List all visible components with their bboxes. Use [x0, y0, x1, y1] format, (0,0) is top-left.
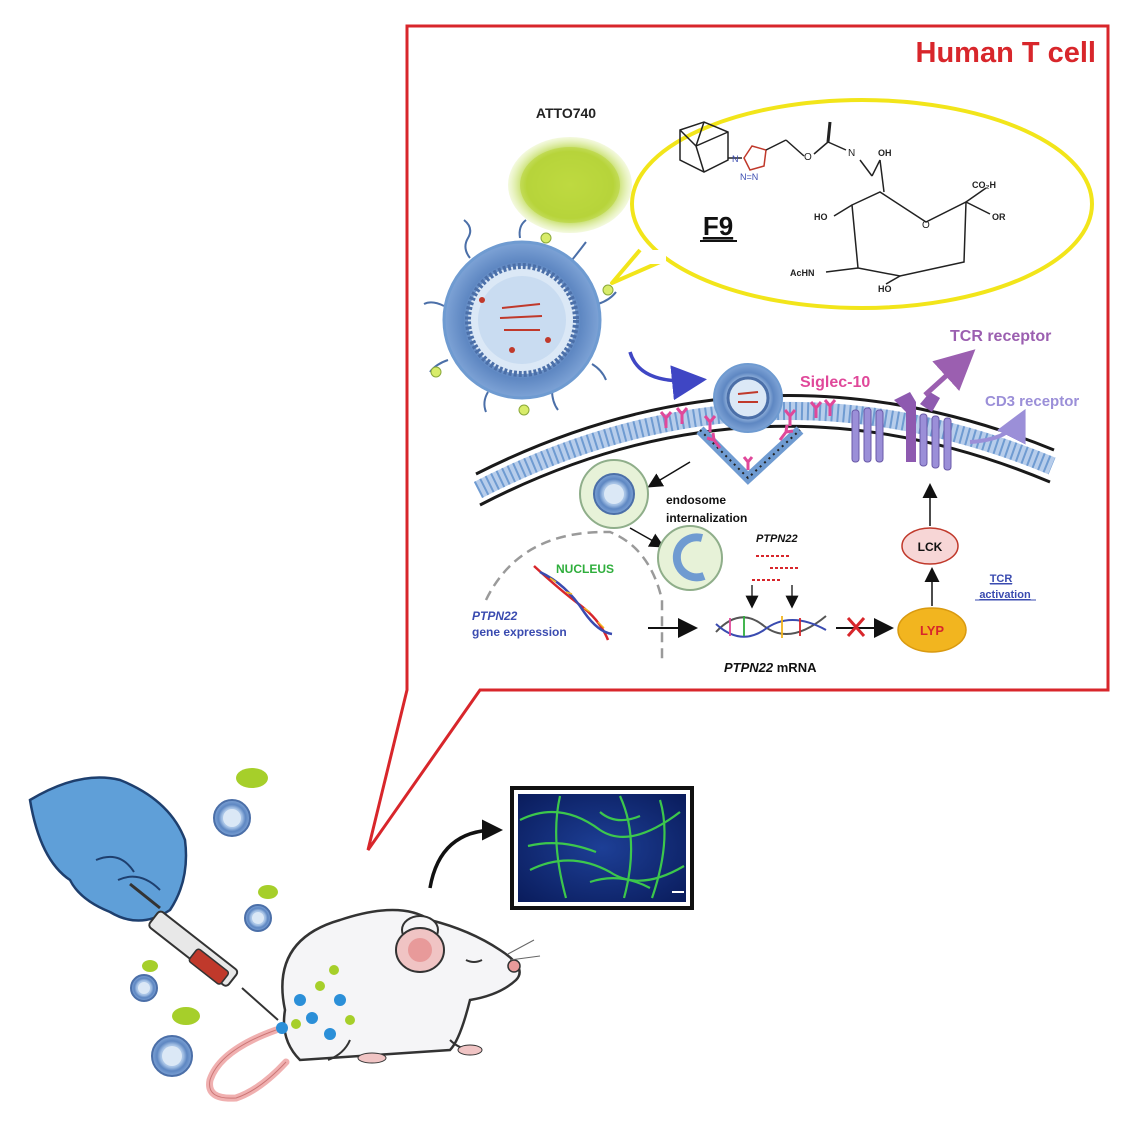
block-x-icon — [846, 617, 866, 637]
endosome-label-line1: endosome — [666, 493, 726, 507]
docking-nanoparticle-icon — [713, 363, 783, 433]
small-nanoparticle-2 — [244, 885, 278, 932]
siglec-10-label: Siglec-10 — [800, 374, 870, 391]
nucleus-label: NUCLEUS — [556, 562, 614, 576]
ptpn22-sirna-label: PTPN22 — [756, 533, 798, 545]
small-nanoparticle-1 — [213, 768, 268, 837]
sirna-icon — [752, 555, 800, 581]
amide-n: N — [848, 148, 855, 159]
panel-title: Human T cell — [916, 37, 1097, 69]
nanoparticle-icon — [423, 219, 617, 416]
triazole-nn: N=N — [740, 172, 758, 182]
endosome-escape-arrow — [629, 527, 665, 548]
small-nanoparticle-4 — [151, 1007, 200, 1077]
internalization-arrow — [647, 461, 691, 488]
f9-atom-labels: N N=N O N OH CO₂H OR O HO AcHN HO — [732, 148, 1006, 294]
ptpn22-mrna-rest: mRNA — [773, 660, 817, 675]
lyp-node — [897, 607, 967, 653]
uptake-arrow — [628, 351, 707, 401]
tcr-arrow — [923, 349, 976, 397]
linker-o: O — [804, 152, 812, 163]
ptpn22-mrna-label: PTPN22 mRNA — [724, 660, 817, 675]
nuclear-envelope — [484, 530, 664, 660]
or-label: OR — [992, 212, 1006, 222]
ring-o: O — [922, 220, 930, 231]
escaping-endosome-icon — [657, 525, 723, 591]
triazole-n: N — [732, 154, 739, 164]
endosome-label-line2: internalization — [666, 511, 747, 525]
ptpn22-gene-label-line1: PTPN22 — [472, 609, 518, 623]
mrna-icon — [715, 615, 827, 638]
tcr-receptor-label: TCR receptor — [950, 328, 1051, 345]
atto740-label: ATTO740 — [536, 105, 596, 121]
endosome-icon — [579, 459, 649, 529]
cd3-arrow — [969, 408, 1026, 445]
lyp-label: LYP — [920, 623, 944, 638]
achn-label: AcHN — [790, 268, 815, 278]
ho-left: HO — [814, 212, 828, 222]
f9-chemical-structure — [679, 121, 991, 285]
mouse-icon — [206, 908, 541, 1102]
speech-bubble — [610, 98, 1094, 310]
gloved-hand-icon — [28, 776, 188, 922]
ptpn22-mrna-italic: PTPN22 — [724, 660, 774, 675]
ho-bottom: HO — [878, 284, 892, 294]
microscopy-image-icon — [510, 786, 694, 910]
co2h-label: CO₂H — [972, 180, 996, 190]
small-nanoparticle-3 — [130, 960, 158, 1002]
tcr-activation-label-line2: activation — [979, 589, 1031, 601]
dna-helix-icon — [533, 565, 613, 641]
f9-label: F9 — [703, 211, 733, 241]
lck-node — [901, 527, 959, 565]
imaging-arrow — [428, 819, 503, 889]
oh-top: OH — [878, 148, 892, 158]
siglec-10-receptors — [659, 399, 837, 470]
syringe-icon — [129, 882, 279, 1021]
lck-label: LCK — [918, 540, 943, 554]
tcr-activation-label-line1: TCR — [990, 573, 1013, 585]
ptpn22-gene-label-line2: gene expression — [472, 625, 567, 639]
cd3-receptor-label: CD3 receptor — [985, 393, 1079, 410]
atto740-dye-icon — [508, 137, 632, 233]
tcr-cd3-complex-icon — [851, 392, 952, 471]
